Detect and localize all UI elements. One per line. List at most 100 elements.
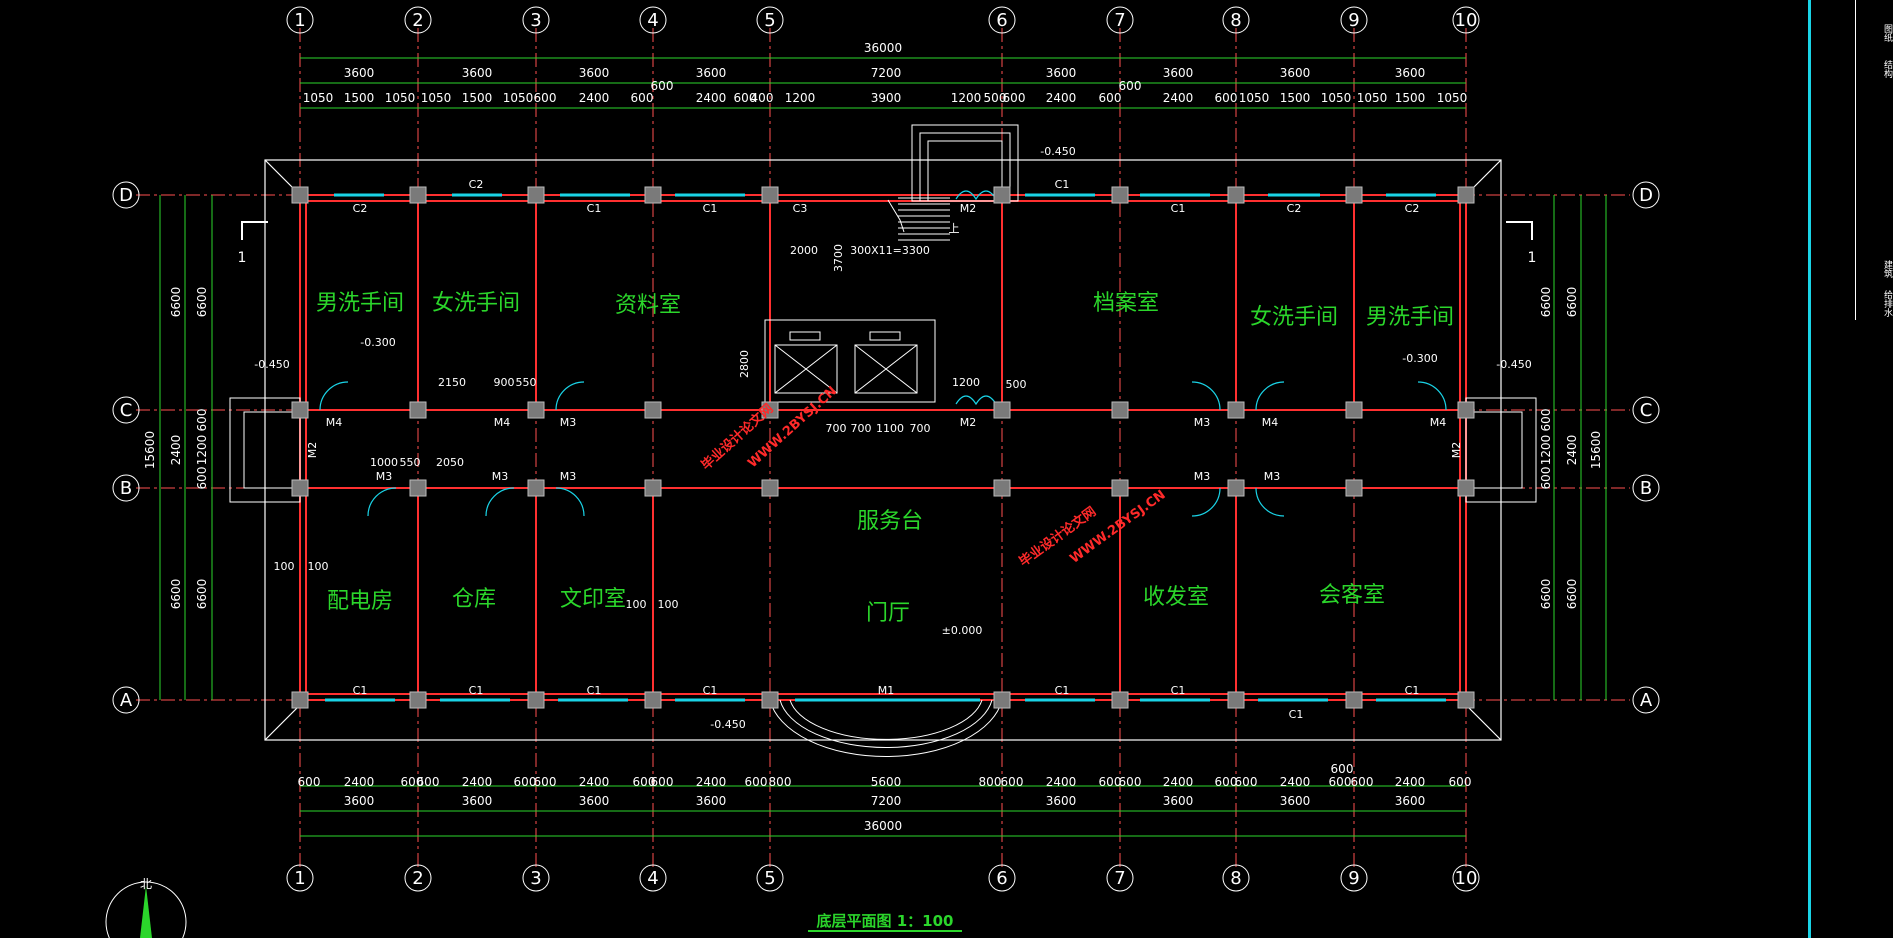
elev-tag: -0.450 <box>710 718 745 731</box>
grid-bubble-col <box>988 864 1016 892</box>
dim-1100: 1100 <box>876 422 904 435</box>
stair <box>887 124 1019 241</box>
dim-100: 100 <box>626 598 647 611</box>
grid-label-row: B <box>1640 478 1652 499</box>
column <box>1345 186 1363 204</box>
dim-text: 6600 <box>1565 579 1579 610</box>
column <box>1457 401 1475 419</box>
grid-label-col: 1 <box>294 868 305 889</box>
side-cell-plumbing: 给排水 <box>1882 290 1892 317</box>
dim-text: 36000 <box>864 41 902 55</box>
dim-text: 1500 <box>462 91 493 105</box>
side-cell-arch: 建筑 <box>1882 260 1892 278</box>
column <box>1227 186 1245 204</box>
column <box>644 479 662 497</box>
grid-bubble-col <box>1106 6 1134 34</box>
dim-text: 3600 <box>579 794 610 808</box>
room-lobby: 门厅 <box>866 601 910 626</box>
tag-m3: M3 <box>1194 416 1211 429</box>
dim-text: 2400 <box>1046 775 1077 789</box>
dim-text: 600 <box>195 467 209 490</box>
dim-text: 15600 <box>1589 431 1603 469</box>
watermarks: 毕业设计论文网 WWW.2BYSJ.CN 毕业设计论文网 WWW.2BYSJ.C… <box>698 384 1168 570</box>
north-arrow: 北 <box>105 877 187 938</box>
dim-text: 6600 <box>195 287 209 318</box>
dim-text: 3600 <box>1163 66 1194 80</box>
grid-label-col: 8 <box>1230 10 1241 31</box>
room-print: 文印室 <box>560 587 626 612</box>
grid-label-col: 5 <box>764 10 775 31</box>
windows <box>325 193 1446 702</box>
column <box>291 479 309 497</box>
dim-text: 3600 <box>1280 794 1311 808</box>
tag-m2: M2 <box>960 202 977 215</box>
dim-1000: 1000 <box>370 456 398 469</box>
grid-label-row: C <box>1640 400 1653 421</box>
side-cell-drawing: 图纸 <box>1882 24 1892 42</box>
room-mens-wc-left: 男洗手间 <box>316 291 404 316</box>
column <box>1457 479 1475 497</box>
grid-bubble-col <box>522 864 550 892</box>
grid-label-col: 2 <box>412 10 423 31</box>
dim-text: 2400 <box>169 435 183 466</box>
elevator-shafts <box>764 319 936 403</box>
tag-m4: M4 <box>494 416 511 429</box>
grid-label-col: 3 <box>530 10 541 31</box>
dim-text: 7200 <box>871 794 902 808</box>
dim-text: 1050 <box>503 91 534 105</box>
tag-m3: M3 <box>560 416 577 429</box>
grid-bubble-row <box>1632 181 1660 209</box>
dim-text: 2400 <box>462 775 493 789</box>
dim-text: 3600 <box>696 794 727 808</box>
dim-text: 6600 <box>169 579 183 610</box>
title-block-panel: 图纸 结构 建筑 给排水 <box>1808 0 1893 938</box>
dim-text: 6600 <box>169 287 183 318</box>
grid-bubble-col <box>756 864 784 892</box>
dim-900: 900 <box>494 376 515 389</box>
grid-label-col: 10 <box>1455 868 1478 889</box>
dim-550: 550 <box>516 376 537 389</box>
column <box>1227 401 1245 419</box>
dim-text: 600 <box>1449 775 1472 789</box>
grid-label-col: 9 <box>1348 10 1359 31</box>
column <box>527 479 545 497</box>
dim-2050: 2050 <box>436 456 464 469</box>
room-labels: 男洗手间 女洗手间 资料室 档案室 女洗手间 男洗手间 配电房 仓库 文印室 服… <box>316 291 1454 626</box>
dim-text: 600 <box>1329 775 1352 789</box>
dim-text: 600 <box>1351 775 1374 789</box>
tag-m2: M2 <box>1450 442 1463 459</box>
dim-text: 600 <box>1215 775 1238 789</box>
column <box>409 479 427 497</box>
dim-text: 1050 <box>421 91 452 105</box>
dim-text: 600 <box>1215 91 1238 105</box>
column <box>644 691 662 709</box>
column <box>1227 691 1245 709</box>
column <box>993 479 1011 497</box>
dim-text: 1050 <box>385 91 416 105</box>
tag-c1: C1 <box>1289 708 1304 721</box>
dim-text: 6600 <box>1539 287 1553 318</box>
tag-c2: C2 <box>1287 202 1302 215</box>
section-markers <box>241 221 1533 240</box>
tag-m3: M3 <box>376 470 393 483</box>
dim-text: 36000 <box>864 819 902 833</box>
grid-bubble-row <box>112 474 140 502</box>
dim-text: 3600 <box>344 794 375 808</box>
dim-text: 600 <box>1099 91 1122 105</box>
drawing-title-text: 底层平面图 1：100 <box>817 912 954 930</box>
dim-text: 2400 <box>1395 775 1426 789</box>
dim-1200: 1200 <box>952 376 980 389</box>
room-womens-wc-left: 女洗手间 <box>432 291 520 316</box>
element-tags: C2 C2 C1 C1 C3 C1 C1 C2 C2 C1 C1 C1 C1 M… <box>238 145 1537 731</box>
grid-label-row: D <box>1639 185 1653 206</box>
side-cell-structure: 结构 <box>1882 60 1892 78</box>
tag-m3: M3 <box>560 470 577 483</box>
dim-text: 1500 <box>1280 91 1311 105</box>
grid-label-col: 10 <box>1455 10 1478 31</box>
column <box>1111 186 1129 204</box>
dim-text: 2400 <box>344 775 375 789</box>
dim-text: 7200 <box>871 66 902 80</box>
